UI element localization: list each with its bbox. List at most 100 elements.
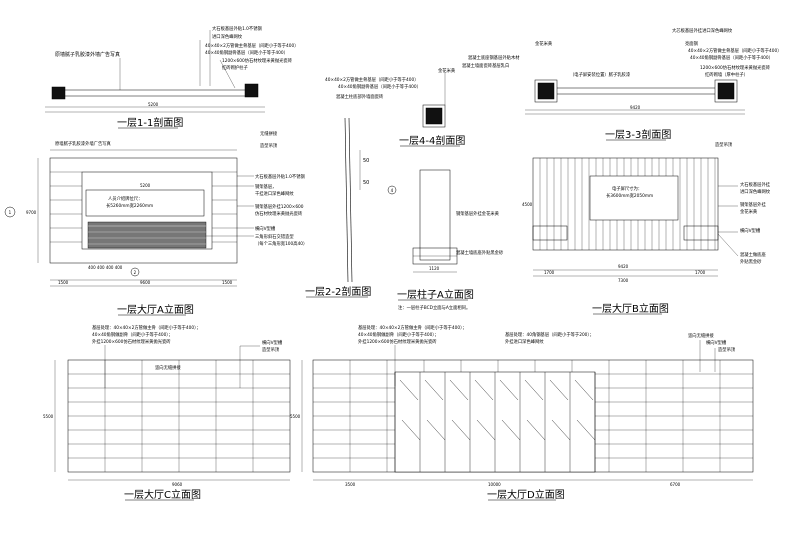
section-1-1-note-1: 大石板基层外贴1.0不锈钢 (212, 25, 262, 32)
joint-line (524, 379, 544, 401)
axis-label: 4 (391, 188, 394, 193)
section-3-3-right-core (717, 82, 735, 100)
title-elevation-b: 一层大厅B立面图 (592, 302, 669, 315)
axis-bubble (130, 267, 140, 277)
column-a-dim-value: 1120 (429, 266, 440, 271)
elevation-d-glass-mullions (394, 372, 596, 472)
section-3-3-note-6: 1200×600仿石材纹理米黄抛光瓷砖 (700, 64, 771, 71)
section-2-2-dim-2: 50 (363, 180, 369, 186)
elevation-a-note: 大石板基层外贴1.0不锈钢 (255, 173, 305, 180)
elevation-c-note-4: 竖向无缝拼接 (155, 364, 181, 371)
section-4-4-note-3: 40×40角钢副骨基层（间距小于等于400） (338, 83, 421, 90)
joint-line (549, 379, 569, 401)
elevation-b-left-plinth (532, 225, 568, 241)
column-a-elevation: 4 钢架基层外挂金花米黄 混凝土墙底座外贴黑金砂 1120 一层柱子A立面图 注… (387, 169, 504, 311)
axis-bubble (387, 185, 397, 195)
section-3-3-note-2: 金花米黄 (535, 40, 553, 47)
elevation-b-dim-value: 9420 (618, 264, 629, 269)
section-3-3-note-5: 40×40角钢副骨基层（间距小于等于400） (690, 54, 773, 61)
elevation-b-dim-value: 1700 (544, 270, 555, 275)
column-a-footnote: 注：一层柱子BCD立面与A立面相同。 (398, 304, 470, 311)
title-elevation-a: 一层大厅A立面图 (117, 303, 194, 316)
elevation-a: 1 2 原墙腻子乳胶漆外墙广告写真 无缝拼接 造型吊顶 大石板基层外贴1.0不锈… (4, 130, 307, 316)
column-a-note-2: 混凝土墙底座外贴黑金砂 (456, 249, 504, 256)
elevation-d-dim-value: 6700 (670, 482, 681, 487)
elevation-b-screen-size: 长3600mm宽2050mm (606, 192, 653, 199)
title-section-3-3: 一层3-3剖面图 (605, 128, 671, 141)
elevation-a-courses (50, 171, 237, 243)
section-3-3: 大芯板基层外挂进口深色峰网纹 金花米黄 亮面钢 40×40×2方管做主骨基层（间… (462, 27, 782, 141)
column-a-note-1: 钢架基层外挂金花米黄 (456, 210, 500, 217)
elevation-d-dim-value: 3500 (345, 482, 356, 487)
section-1-1-left-column (51, 86, 66, 100)
elevation-b-note: 钢架基层外挂 (740, 201, 766, 208)
elevation-b-dim-value: 1700 (695, 270, 706, 275)
section-1-1-note-3: 40×40×2方管做主骨基层（间距小于等于400） (205, 42, 299, 49)
leader (717, 233, 739, 257)
elevation-b-screen (589, 175, 679, 221)
elevation-a-side-dim-value: 9700 (26, 210, 37, 215)
elevation-c-tile-grid (68, 360, 290, 472)
elevation-a-dim: 1500 (58, 280, 69, 285)
elevation-c-note-r1: 横向V型槽 (262, 339, 283, 346)
joint-line (474, 379, 494, 401)
title-elevation-c: 一层大厅C立面图 (124, 488, 201, 501)
axis-label: 2 (134, 270, 137, 275)
title-elevation-d: 一层大厅D立面图 (487, 488, 565, 501)
section-3-3-left-core (537, 82, 555, 100)
elevation-a-note: 钢架基层， (255, 183, 276, 190)
elevation-c-note-3: 外挂1200×600仿石材纹理米黄抛光瓷砖 (92, 338, 171, 345)
elevation-a-note: 仿石材纹理米黄抛光瓷砖 (255, 210, 303, 217)
elevation-b-side-dim: 4500 (522, 202, 533, 207)
elevation-d-note-4: 基层处理：40角钢基层（间距小于等于200）； (505, 331, 594, 338)
joint-line (551, 419, 571, 441)
section-3-3-left-note-1: 混凝土底座钢基层外贴木材 (468, 54, 520, 61)
elevation-b-note: 混凝土做底座 (740, 251, 766, 258)
elevation-a-note: 横向V型槽 (255, 225, 276, 232)
elevation-b-note: 横向V型槽 (740, 227, 761, 234)
section-2-2-strip (344, 117, 349, 283)
axis-label: 1 (9, 210, 12, 215)
joint-line (424, 379, 444, 401)
section-4-4: 金花米黄 40×40×2方管做主骨基层（间距小于等于400） 40×40角钢副骨… (325, 67, 465, 147)
elevation-b-note: 外贴黑金砂 (740, 258, 762, 265)
elevation-a-dim: 9600 (140, 280, 151, 285)
joint-line (399, 379, 419, 401)
section-4-4-note-1: 金花米黄 (438, 67, 456, 74)
joint-line (476, 419, 496, 441)
section-4-4-column-core (425, 107, 443, 125)
joint-line (451, 419, 471, 441)
column-a-shaft (419, 169, 451, 261)
elevation-d: 基层处理：40×40×2方管做主骨（间距小于等于400）； 40×40角钢做副骨… (290, 324, 754, 501)
elevation-a-triangle-base (87, 221, 207, 249)
elevation-a-note: 造型吊顶 (260, 142, 278, 149)
elevation-a-dim: 1500 (222, 280, 233, 285)
elevation-b-right-plinth (683, 225, 719, 241)
elevation-a-screen-size: 长5260mm宽2260mm (106, 202, 153, 209)
joint-line (426, 419, 446, 441)
section-1-1-right-column (244, 83, 259, 98)
section-4-4-note-2: 40×40×2方管做主骨基层（间距小于等于400） (325, 76, 419, 83)
elevation-c: 基层处理：40×40×2方管做主骨（间距小于等于400）； 40×40角钢做副骨… (43, 324, 291, 501)
elevation-d-note-3: 外挂1200×600仿石材纹理米黄抛光瓷砖 (358, 338, 437, 345)
elevation-c-note-1: 基层处理：40×40×2方管做主骨（间距小于等于400）； (92, 324, 201, 331)
elevation-a-note: 三角形斜石交错造型 (255, 233, 294, 240)
section-2-2-dim-1: 50 (363, 158, 369, 164)
title-section-2-2: 一层2-2剖面图 (305, 285, 371, 298)
joint-line (449, 379, 469, 401)
section-3-3-note-4: 40×40×2方管做主骨基层（间距小于等于400） (688, 47, 782, 54)
section-3-3-dim: 9420 (630, 105, 641, 110)
elevation-c-note-r2: 造型吊顶 (262, 346, 280, 353)
title-section-4-4: 一层4-4剖面图 (399, 134, 465, 147)
elevation-d-dim-value: 10000 (488, 482, 501, 487)
elevation-d-side-value: 5500 (290, 414, 301, 419)
elevation-c-side-value: 5500 (43, 414, 54, 419)
elevation-a-note: （每个三角形宽100高40） (255, 240, 307, 247)
elevation-a-note: 钢架基层外挂1200×600 (255, 203, 304, 210)
elevation-a-screen-label: 人员介绍牌位尺： (108, 195, 142, 202)
joint-line (499, 379, 519, 401)
axis-bubble (4, 206, 16, 218)
title-column-a: 一层柱子A立面图 (397, 288, 474, 301)
elevation-b-note: 金花米黄 (740, 208, 758, 215)
